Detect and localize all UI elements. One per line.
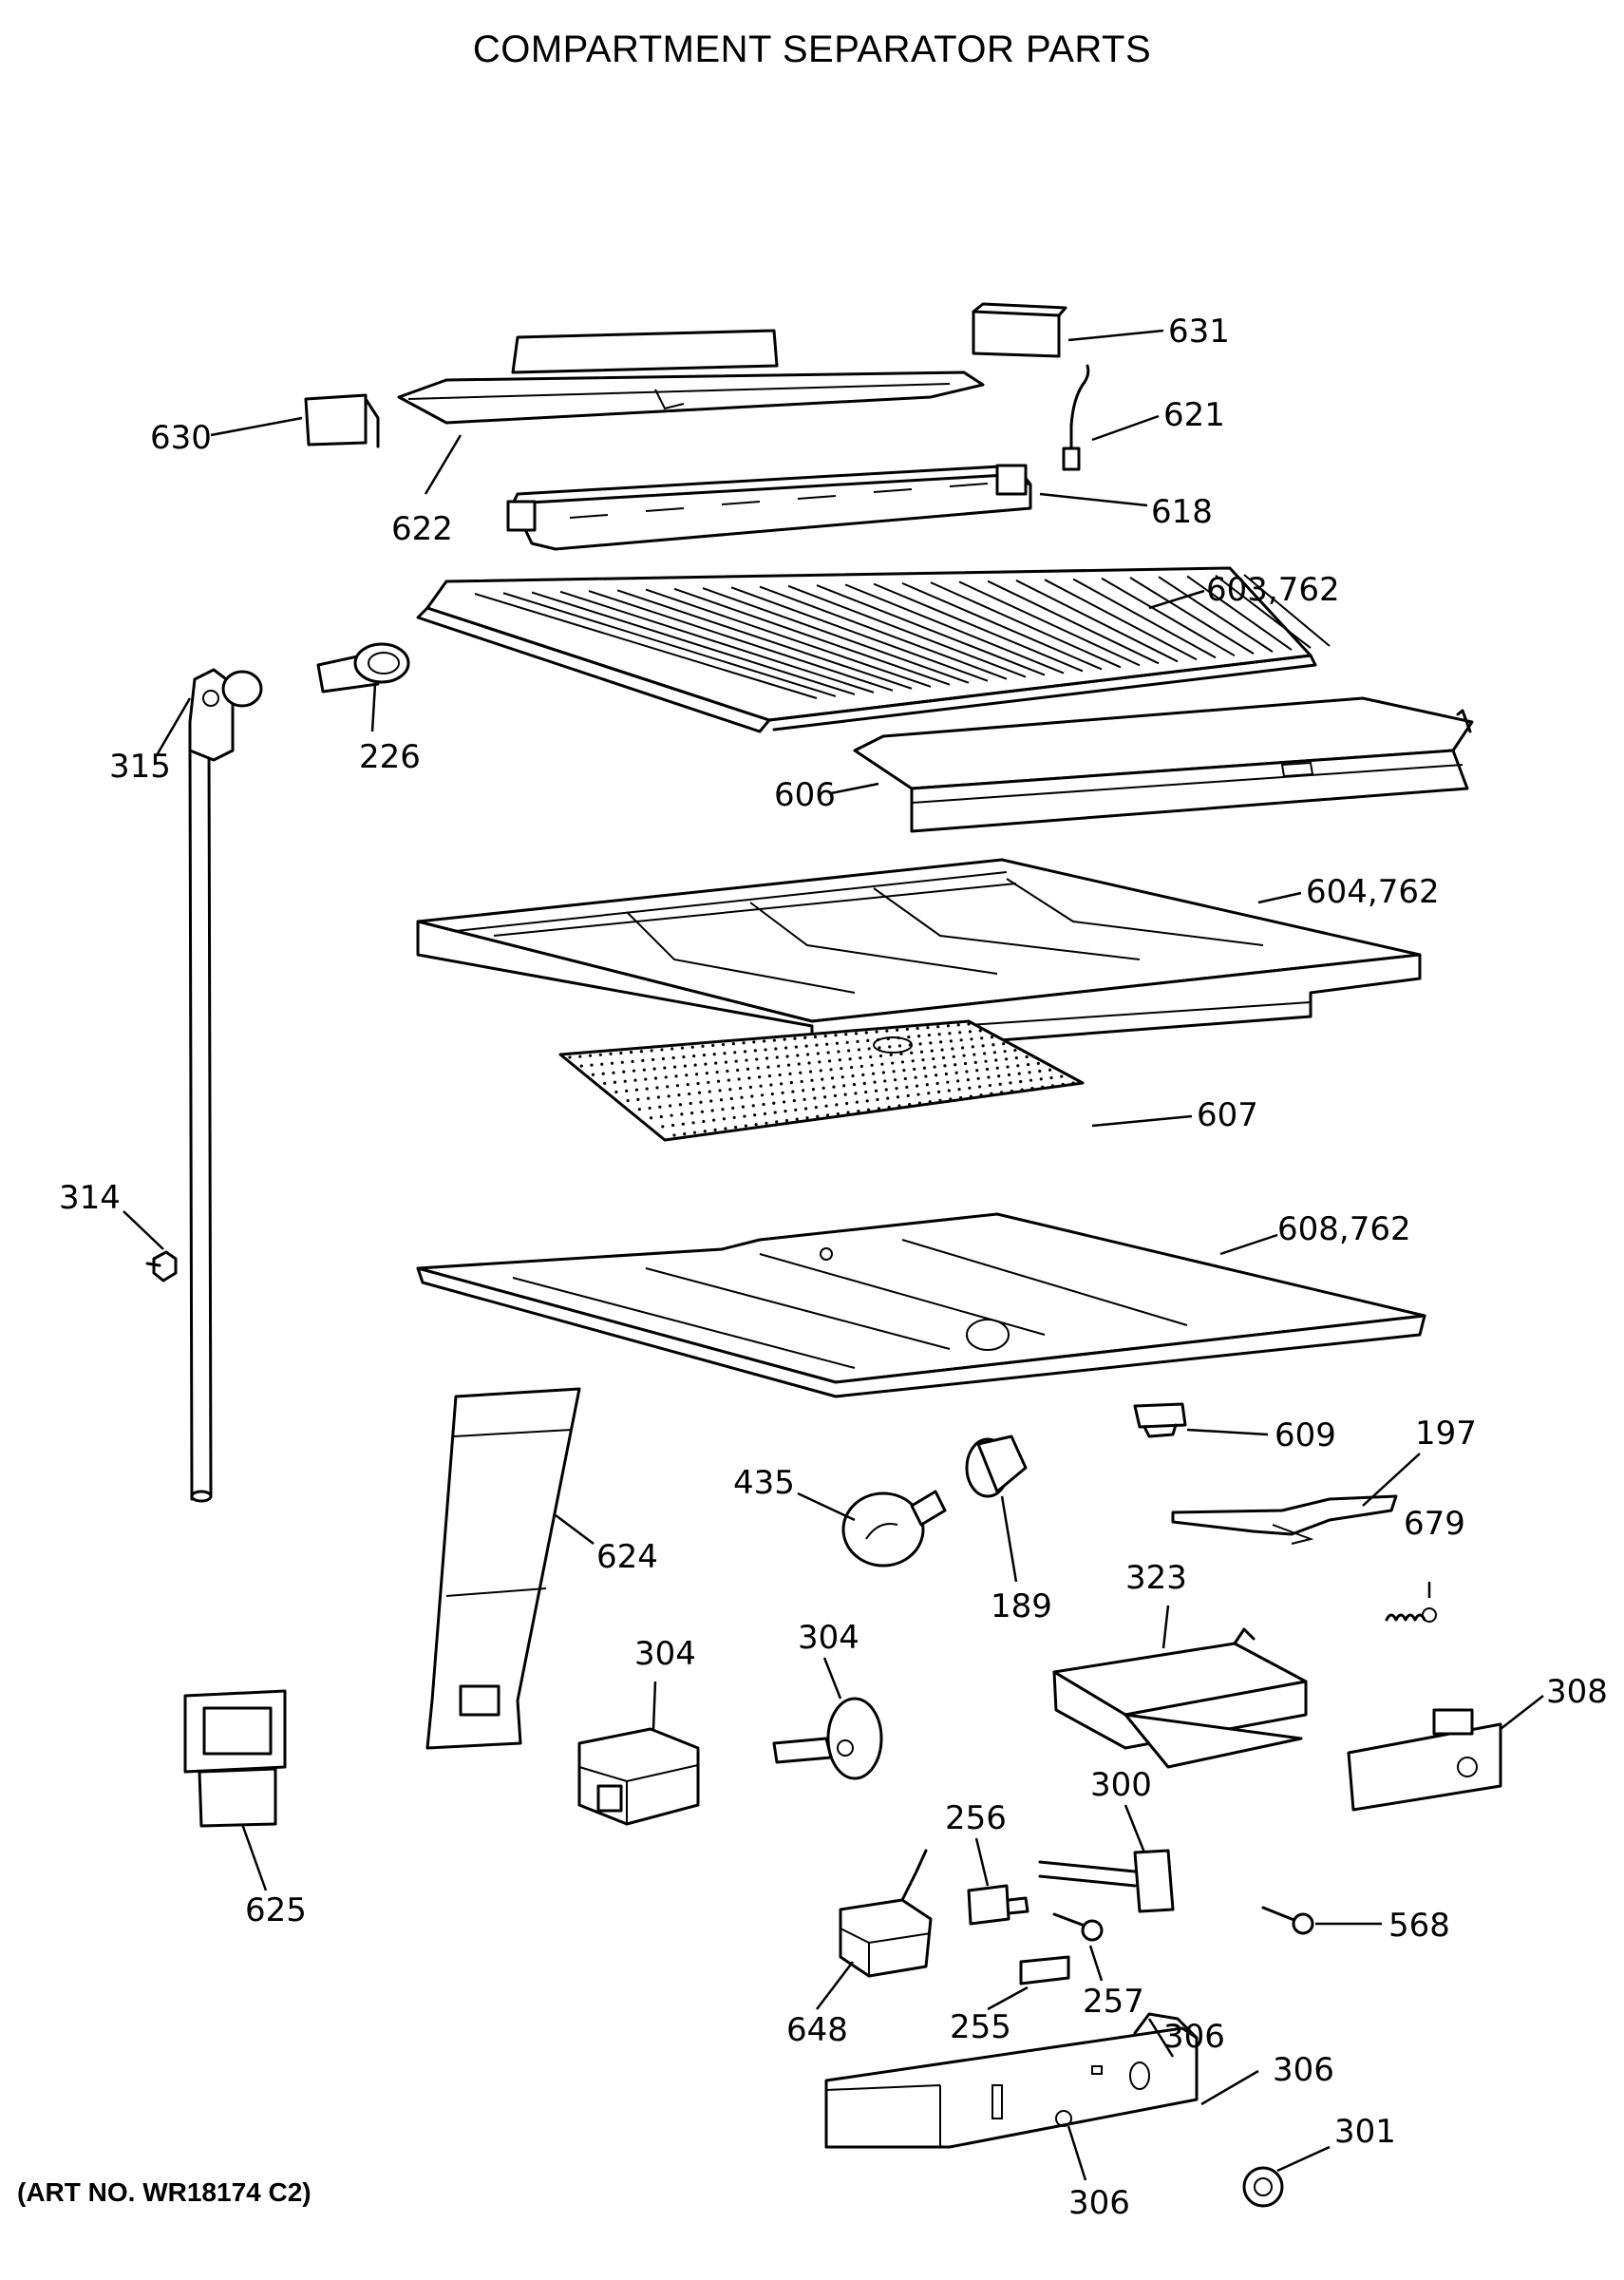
part-603-shelf bbox=[416, 566, 1331, 733]
callout-314: 314 bbox=[59, 1179, 121, 1217]
callout-304-right: 304 bbox=[798, 1619, 859, 1657]
callout-679: 679 bbox=[1404, 1505, 1465, 1543]
part-315-rod bbox=[188, 668, 263, 1503]
part-301-knob bbox=[1242, 2166, 1284, 2208]
part-609-switch bbox=[1133, 1402, 1187, 1438]
part-648-timer bbox=[839, 1849, 933, 1978]
part-608-liner bbox=[416, 1212, 1426, 1398]
part-304-housing bbox=[577, 1727, 700, 1826]
part-630-cover bbox=[304, 393, 380, 448]
callout-323: 323 bbox=[1125, 1559, 1187, 1597]
callout-648: 648 bbox=[786, 2011, 848, 2049]
part-306-control-housing bbox=[824, 2012, 1199, 2149]
part-624-panel bbox=[425, 1387, 581, 1750]
callout-435: 435 bbox=[733, 1464, 795, 1502]
callout-255: 255 bbox=[950, 2008, 1011, 2046]
part-255-plate bbox=[1019, 1955, 1070, 1986]
callout-257: 257 bbox=[1083, 1983, 1144, 2021]
callout-256: 256 bbox=[945, 1799, 1007, 1837]
part-568-screw bbox=[1261, 1906, 1314, 1935]
callout-226: 226 bbox=[359, 738, 421, 776]
callout-304-left: 304 bbox=[634, 1635, 696, 1673]
diagram-title: COMPARTMENT SEPARATOR PARTS bbox=[472, 28, 1152, 70]
callout-189: 189 bbox=[991, 1587, 1052, 1625]
callout-625: 625 bbox=[245, 1891, 307, 1929]
callout-608-762: 608,762 bbox=[1277, 1210, 1411, 1248]
callout-labels: 631 621 630 622 618 603,762 315 226 606 … bbox=[59, 313, 1608, 2222]
callout-609: 609 bbox=[1275, 1416, 1336, 1454]
part-604-pan bbox=[416, 858, 1422, 1056]
part-323-bracket bbox=[1052, 1627, 1308, 1769]
part-256-switch bbox=[967, 1884, 1029, 1926]
part-622-duct bbox=[397, 329, 985, 425]
callout-197: 197 bbox=[1415, 1415, 1477, 1453]
callout-315: 315 bbox=[109, 748, 171, 786]
leader-lines bbox=[123, 329, 1544, 2181]
callout-308: 308 bbox=[1546, 1673, 1608, 1711]
art-number: (ART NO. WR18174 C2) bbox=[17, 2177, 312, 2207]
callout-630: 630 bbox=[150, 419, 212, 457]
callout-624: 624 bbox=[596, 1538, 658, 1576]
callout-621: 621 bbox=[1163, 396, 1225, 434]
callout-306-right: 306 bbox=[1273, 2051, 1334, 2089]
part-679-spring bbox=[1385, 1607, 1437, 1623]
part-618-bracket bbox=[506, 464, 1032, 551]
callout-618: 618 bbox=[1151, 493, 1213, 531]
callout-301: 301 bbox=[1334, 2113, 1396, 2151]
part-606-channel bbox=[853, 696, 1474, 833]
part-189-socket bbox=[965, 1434, 1028, 1498]
callout-604-762: 604,762 bbox=[1306, 873, 1440, 911]
callout-606: 606 bbox=[774, 776, 836, 814]
part-314-clip bbox=[145, 1250, 178, 1282]
part-631-block bbox=[972, 302, 1067, 358]
callout-607: 607 bbox=[1197, 1096, 1258, 1134]
callout-603-762: 603,762 bbox=[1206, 571, 1340, 609]
callout-306-bottom: 306 bbox=[1068, 2184, 1130, 2222]
callout-631: 631 bbox=[1168, 313, 1230, 351]
part-300-wire-switch bbox=[1038, 1849, 1175, 1913]
part-257-screw bbox=[1052, 1912, 1104, 1942]
part-621-connector bbox=[1062, 364, 1090, 471]
part-308-plate bbox=[1347, 1708, 1502, 1812]
part-197-harness bbox=[1171, 1494, 1398, 1545]
callout-622: 622 bbox=[391, 510, 453, 548]
part-607-mesh bbox=[558, 1019, 1085, 1142]
part-304-knob bbox=[772, 1697, 883, 1780]
callout-306-top: 306 bbox=[1163, 2018, 1225, 2056]
callout-568: 568 bbox=[1388, 1907, 1450, 1945]
callout-300: 300 bbox=[1090, 1766, 1152, 1804]
part-226-pin bbox=[316, 642, 410, 694]
part-435-bulb bbox=[841, 1490, 947, 1568]
part-625-housing bbox=[183, 1689, 287, 1828]
